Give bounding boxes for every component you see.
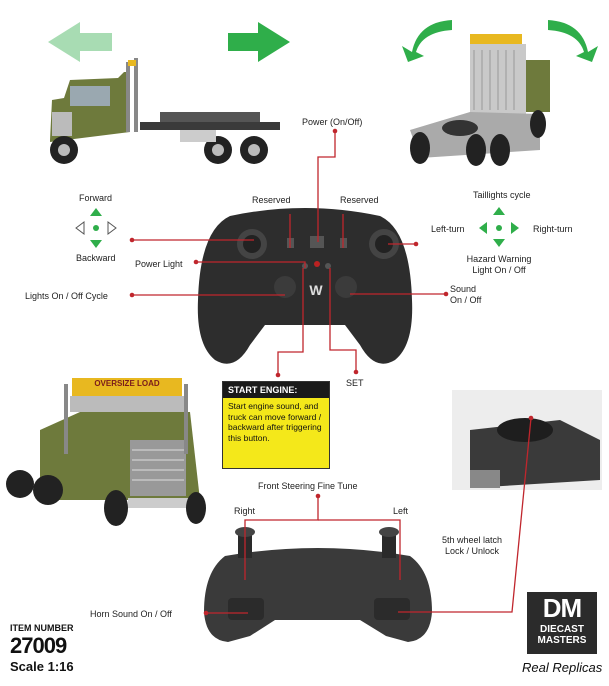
set-label: SET [346,378,364,388]
hazard-line1: Hazard Warning [466,254,532,264]
turn-signal-indicator-icon [479,207,519,247]
right-turn-label: Right-turn [533,224,573,234]
logo-line1: DIECAST [540,624,584,635]
truck-rear-view-image [410,34,550,166]
backward-label: Backward [76,253,116,263]
hazard-line2: Light On / Off [472,265,526,275]
sound-label: Sound On / Off [450,284,481,306]
item-number: 27009 [10,633,67,658]
logo-line2: MASTERS [537,635,587,646]
callout-dots [129,128,534,616]
arrow-right-icon [228,22,290,62]
steering-label: Front Steering Fine Tune [258,481,358,491]
start-engine-title: START ENGINE: [223,382,329,398]
rotate-right-arrow-icon [548,20,598,62]
truck-front-view-image [6,378,206,526]
hazard-label: Hazard Warning Light On / Off [464,254,534,276]
fifth-wheel-photo [452,390,602,490]
oversize-load-sign: OVERSIZE LOAD [94,379,160,388]
forward-label: Forward [79,193,113,203]
gamepad-top-image: W [197,208,413,364]
arrow-left-light-icon [48,22,112,62]
svg-text:W: W [309,282,323,298]
left-turn-label: Left-turn [431,224,465,234]
power-light-label: Power Light [135,259,183,269]
latch-label: 5th wheel latch Lock / Unlock [434,535,510,557]
power-label: Power (On/Off) [302,117,363,127]
horn-label: Horn Sound On / Off [90,609,172,619]
start-engine-callout: START ENGINE: Start engine sound, and tr… [222,381,330,469]
forward-backward-indicator-icon [75,208,117,248]
right-label: Right [234,506,256,516]
gamepad-bottom-image [204,527,432,642]
reserved-right-label: Reserved [340,195,379,205]
item-number-label: ITEM NUMBER [10,623,74,633]
diecast-masters-logo: DM DIECAST MASTERS [527,592,597,654]
truck-side-view-image [50,58,280,164]
logo-mark: DM [542,593,582,623]
left-label: Left [393,506,409,516]
sound-line2: On / Off [450,295,482,305]
reserved-left-label: Reserved [252,195,291,205]
latch-line2: Lock / Unlock [444,546,500,556]
latch-line1: 5th wheel latch [441,535,503,545]
start-engine-body: Start engine sound, and truck can move f… [228,401,322,443]
taillights-label: Taillights cycle [473,190,531,200]
lights-cycle-label: Lights On / Off Cycle [25,291,108,301]
callout-lines [132,131,532,614]
rotate-left-arrow-icon [402,20,452,62]
scale-label: Scale 1:16 [10,659,74,674]
brand-tagline: Real Replicas [522,660,603,675]
sound-line1: Sound [450,284,477,294]
